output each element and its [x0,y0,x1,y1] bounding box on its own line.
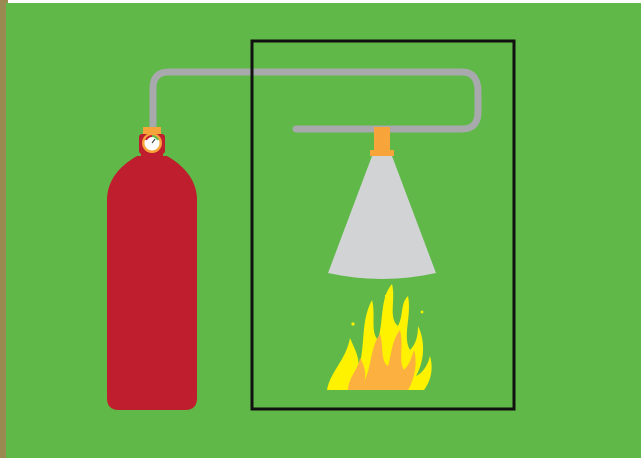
cylinder-body [107,156,197,410]
ember [385,295,387,297]
nozzle-collar [370,150,394,156]
nozzle-fitting [374,127,390,153]
ember [421,311,424,314]
ember [351,322,354,325]
pressure-gauge-icon [142,133,162,153]
fire-extinguisher-cylinder-icon [107,146,197,410]
